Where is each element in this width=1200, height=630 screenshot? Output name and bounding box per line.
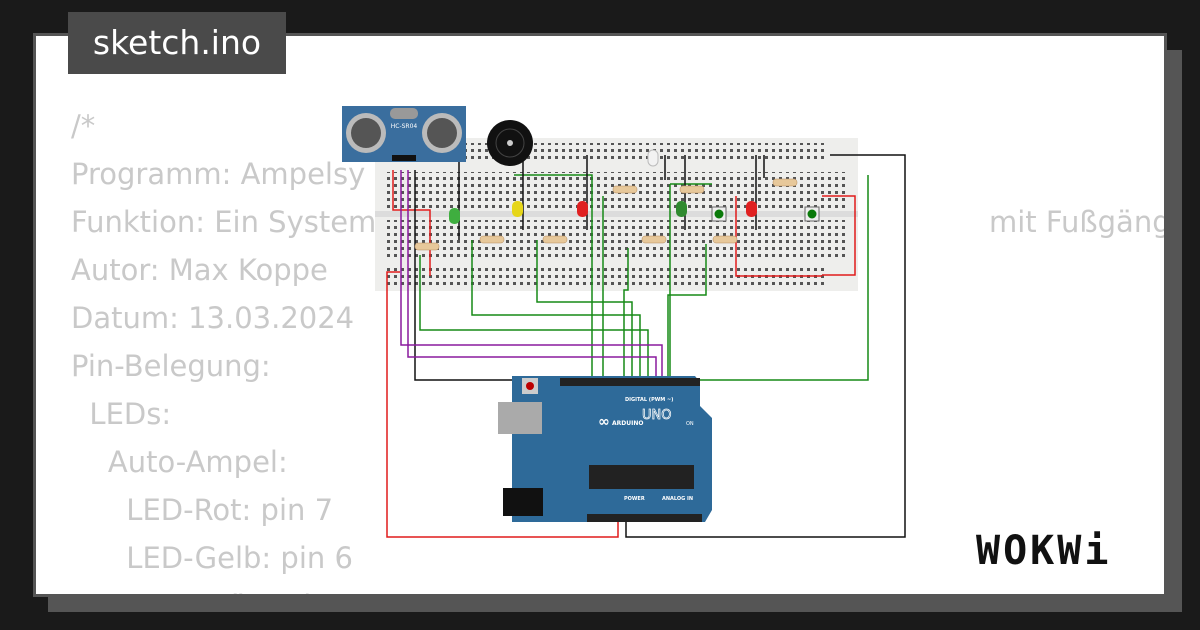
file-title: sketch.ino — [68, 12, 286, 74]
code-line: LEDs: — [71, 397, 172, 431]
led-red — [746, 201, 757, 217]
led-green — [449, 208, 460, 224]
led-white — [647, 149, 659, 167]
on-label: ON — [686, 421, 694, 427]
digital-label: DIGITAL (PWM ~) — [625, 397, 673, 403]
code-line: LED-Rot: pin 7 — [71, 493, 334, 527]
analog-label: ANALOG IN — [662, 496, 693, 502]
code-line: Funktion: Ein System mit Fußgänger und — [71, 198, 1164, 246]
code-background: /* Programm: Ampelsy Funktion: Ein Syste… — [71, 102, 1164, 594]
code-line-text: Funktion: Ein System — [71, 205, 377, 239]
resistors — [414, 178, 798, 251]
ultrasonic-sensor: HC-SR04 — [342, 106, 466, 162]
leds — [449, 149, 757, 224]
wokwi-logo: WOKWi — [976, 528, 1112, 574]
code-line-fragment: mit Fußgänger und — [989, 205, 1164, 239]
power-label: POWER — [624, 496, 645, 502]
code-line: LED-Grün: pin 5 — [71, 582, 376, 594]
push-buttons — [711, 206, 820, 222]
code-line: Autor: Max Koppe — [71, 253, 328, 287]
arduino-uno: ARDUINO UNO DIGITAL (PWM ~) POWER ANALOG… — [498, 376, 712, 522]
buzzer — [487, 120, 533, 166]
arduino-model: UNO — [642, 408, 671, 423]
arduino-infinity-logo: ∞ — [598, 414, 610, 430]
arduino-brand: ARDUINO — [612, 420, 643, 427]
led-red — [577, 201, 588, 217]
code-line: /* — [71, 109, 96, 143]
code-line: Programm: Ampelsy — [71, 157, 366, 191]
led-green — [676, 201, 687, 217]
code-line: LED-Gelb: pin 6 — [71, 541, 353, 575]
code-line: Auto-Ampel: — [71, 445, 288, 479]
sensor-label: HC-SR04 — [391, 123, 418, 130]
code-line: Pin-Belegung: — [71, 349, 271, 383]
led-yellow — [512, 201, 523, 217]
code-line: Datum: 13.03.2024 — [71, 301, 355, 335]
